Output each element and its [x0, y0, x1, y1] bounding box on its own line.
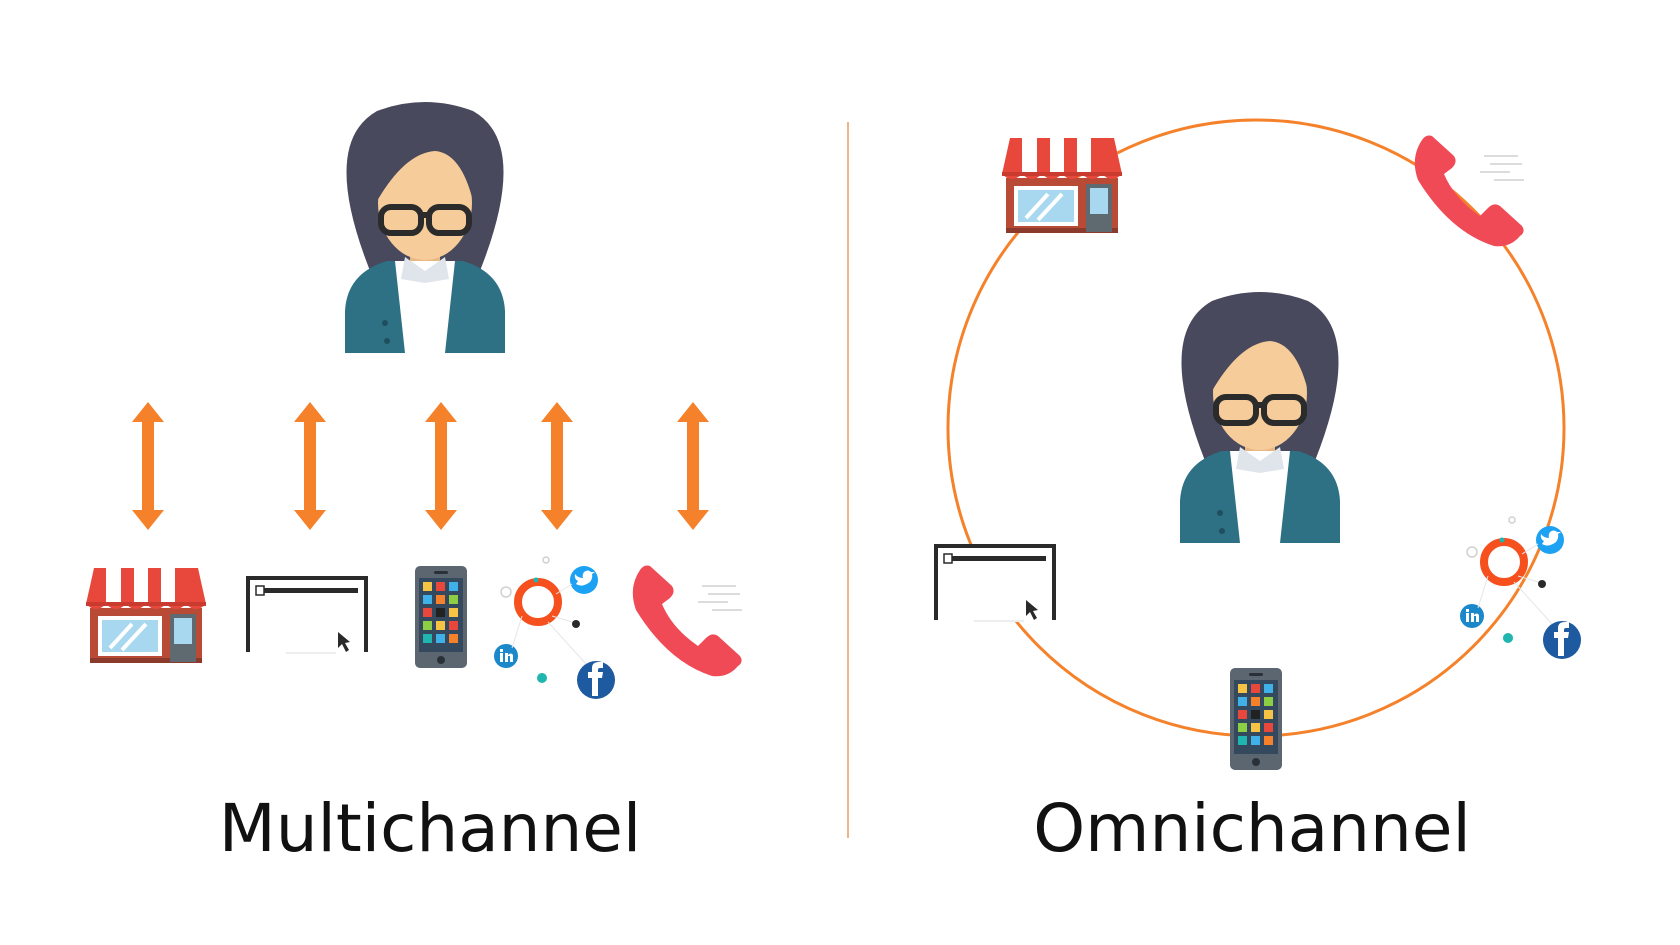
storefront-icon — [84, 566, 208, 665]
double-headed-arrow-icon — [132, 402, 164, 530]
omnichannel-panel — [934, 118, 1581, 770]
double-headed-arrow-icon — [294, 402, 326, 530]
smartphone-icon — [415, 566, 467, 668]
multichannel-label: Multichannel — [218, 790, 642, 867]
double-headed-arrow-icon — [425, 402, 457, 530]
telephone-handset-icon — [631, 564, 743, 678]
double-headed-arrow-icon — [541, 402, 573, 530]
storefront-icon — [1000, 136, 1124, 235]
social-media-icon — [494, 557, 615, 699]
browser-window-icon — [934, 544, 1056, 624]
omnichannel-label: Omnichannel — [1033, 790, 1471, 867]
customer-person-icon — [1180, 292, 1340, 543]
customer-person-icon — [345, 102, 505, 353]
smartphone-icon — [1230, 668, 1282, 770]
telephone-handset-icon — [1413, 134, 1525, 248]
multichannel-panel — [84, 102, 743, 699]
double-headed-arrow-icon — [677, 402, 709, 530]
browser-window-icon — [246, 576, 368, 656]
